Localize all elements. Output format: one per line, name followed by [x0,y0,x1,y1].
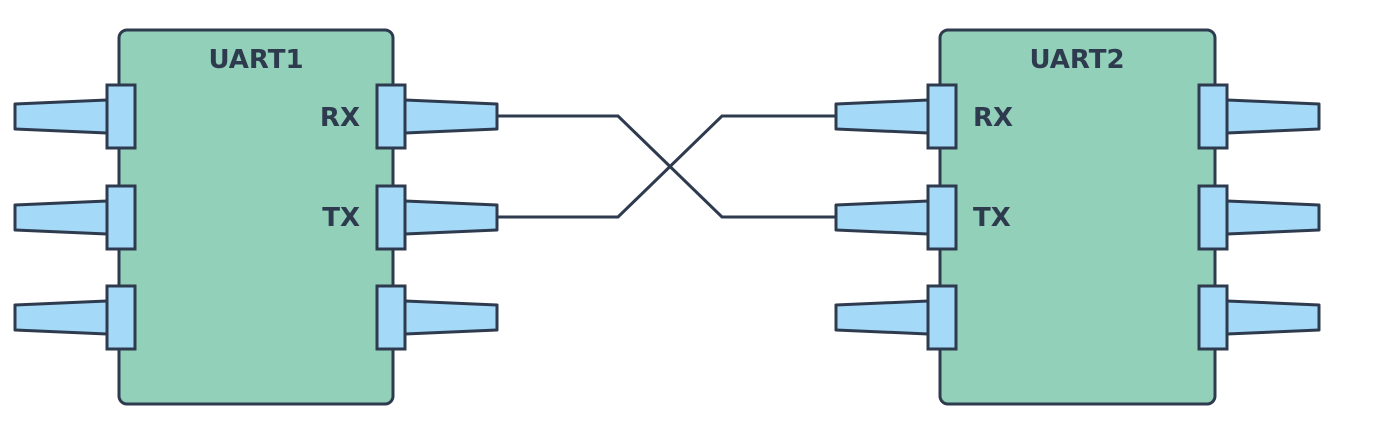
wire-uart1-rx-to-uart2-tx [497,114,836,219]
uart2-rx-label: RX [973,103,1013,133]
uart1-rx-pin [375,83,499,150]
uart1-rx-label: RX [320,103,360,133]
uart2-tx-pin [834,199,930,236]
uart2-rx-pin [834,98,930,135]
wires [497,114,836,219]
uart2-chip: UART2 RX TX [834,28,1321,406]
uart2-left-pin-3 [834,299,930,336]
uart2-tx-label: TX [973,203,1011,233]
wire-uart1-tx-to-uart2-rx [497,114,836,219]
uart1-title: UART1 [208,45,303,75]
uart2-right-pin-2 [1225,199,1321,236]
uart1-right-pin-3 [375,284,499,351]
uart1-tx-label: TX [322,203,360,233]
uart2-right-pin-1 [1225,98,1321,135]
uart2-right-pin-3 [1225,299,1321,336]
uart2-title: UART2 [1029,45,1124,75]
uart1-tx-pin [375,184,499,251]
uart1-chip: UART1 RX TX [13,28,499,406]
